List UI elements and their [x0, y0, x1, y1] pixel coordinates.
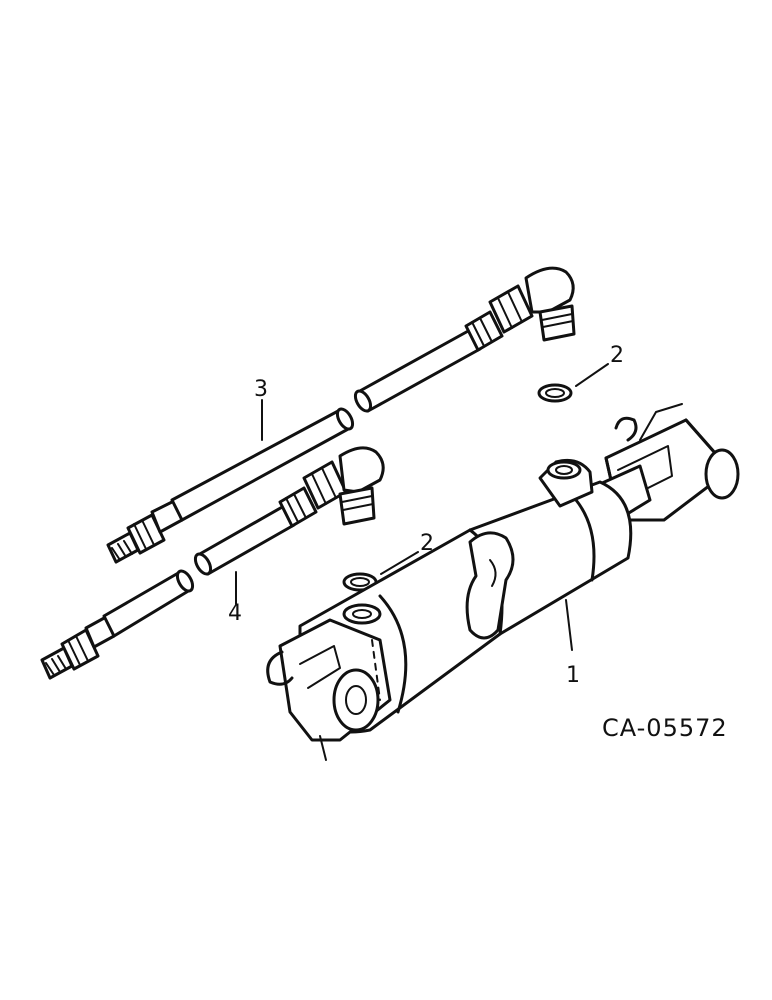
hose-4: 4: [40, 446, 385, 680]
hose-4-left-fitting: [40, 615, 116, 680]
o-ring-upper: 2: [537, 343, 624, 403]
callout-1-leader: [565, 599, 573, 651]
hose-3: 3: [106, 266, 576, 564]
callout-2-upper-leader: [575, 363, 609, 387]
hose-4-elbow-fitting: [278, 446, 385, 528]
drawing-code: CA-05572: [602, 714, 728, 742]
hydraulic-cylinder: 1: [266, 403, 740, 761]
callout-4: 4: [228, 601, 242, 626]
callout-3: 3: [254, 377, 268, 402]
callout-2-lower-leader: [380, 551, 419, 575]
hose-3-left-fitting: [106, 499, 184, 564]
callout-1: 1: [566, 663, 580, 688]
base-clevis: [266, 618, 392, 761]
callout-2-upper: 2: [610, 343, 624, 368]
hose-3-elbow-fitting: [464, 266, 576, 352]
callout-2-lower: 2: [420, 531, 434, 556]
